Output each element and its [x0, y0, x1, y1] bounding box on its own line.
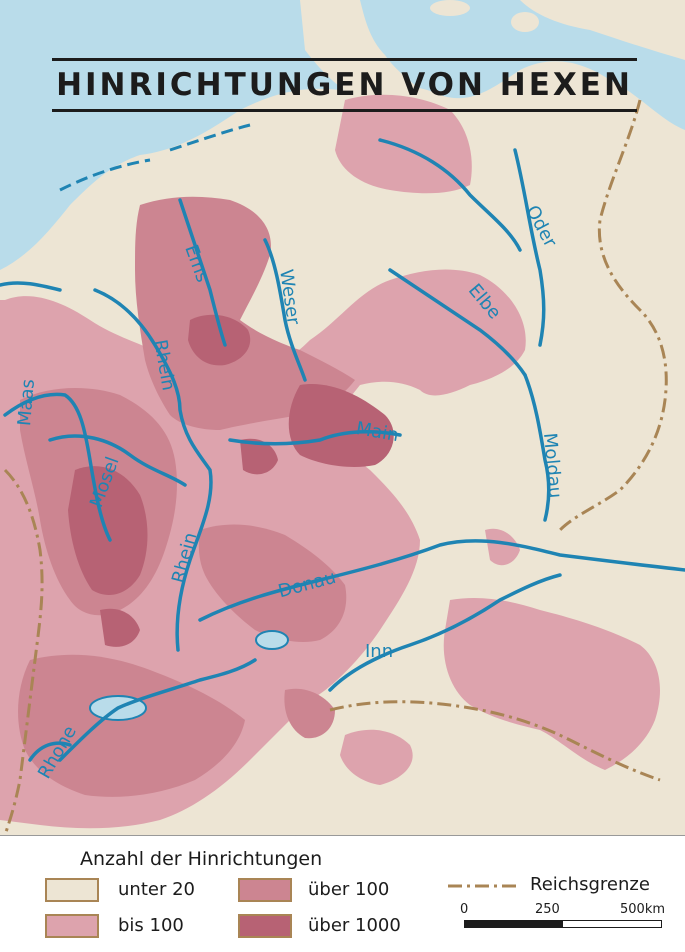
legend-swatch-unter-20 [45, 878, 99, 902]
land-jutland [300, 0, 420, 100]
scale-tick-250: 250 [535, 902, 560, 917]
river-label-maas: Maas [14, 378, 40, 427]
legend-title: Anzahl der Hinrichtungen [80, 848, 323, 870]
regions-ueber-100 [18, 196, 355, 797]
island-2 [430, 0, 470, 16]
legend: Anzahl der Hinrichtungen unter 20 bis 10… [0, 835, 685, 952]
scale-tick-500km: 500km [620, 902, 666, 917]
rivers [0, 138, 685, 762]
legend-label-ueber-100: über 100 [308, 879, 390, 900]
legend-label-ueber-1000: über 1000 [308, 915, 401, 936]
map-title: HINRICHTUNGEN VON HEXEN [52, 58, 637, 112]
frisian-islands [59, 123, 251, 192]
scale-bar [464, 920, 662, 928]
legend-border-line-icon [448, 884, 518, 888]
legend-label-unter-20: unter 20 [118, 879, 195, 900]
regions-ueber-1000 [68, 314, 394, 647]
land-north-east [520, 0, 685, 60]
reichsgrenze [3, 99, 668, 835]
legend-label-reichsgrenze: Reichsgrenze [530, 874, 650, 895]
lake-constance [255, 630, 289, 650]
scale-tick-0: 0 [460, 902, 469, 917]
island-1 [511, 12, 539, 32]
legend-swatch-ueber-1000 [238, 914, 292, 938]
map-canvas [0, 0, 685, 835]
legend-swatch-ueber-100 [238, 878, 292, 902]
legend-swatch-bis-100 [45, 914, 99, 938]
river-label-inn: Inn [365, 641, 394, 662]
legend-label-bis-100: bis 100 [118, 915, 184, 936]
